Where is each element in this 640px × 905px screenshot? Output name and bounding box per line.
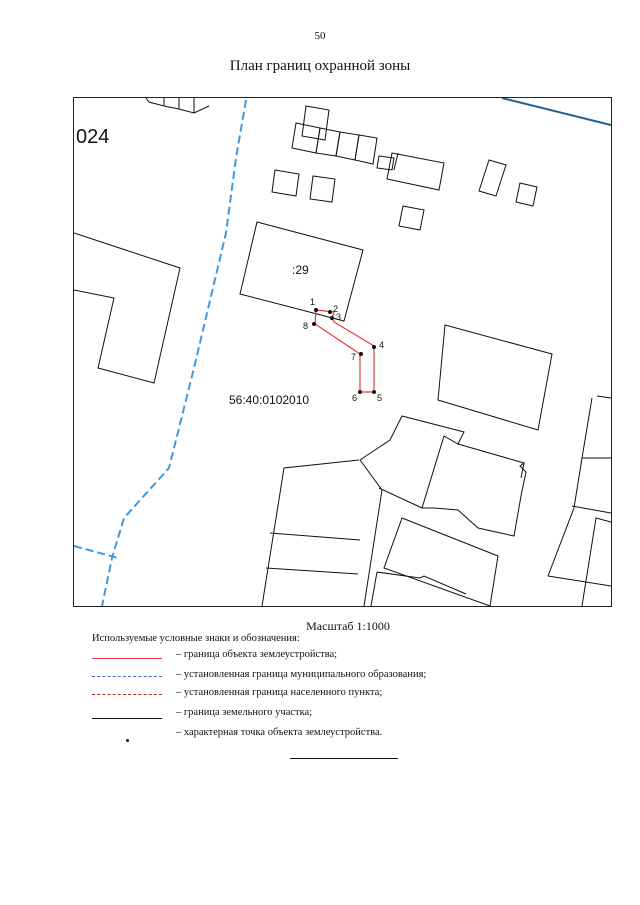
point-label-7: 7 <box>351 352 356 362</box>
legend-heading: Используемые условные знаки и обозначени… <box>92 633 300 644</box>
parcel <box>547 397 593 577</box>
boundary-map: 024 :29 56:40:0102010 1 2 3 4 5 6 7 8 <box>73 97 612 607</box>
building <box>437 324 553 431</box>
map-scale: Масштаб 1:1000 <box>306 619 390 633</box>
legend-sample-red-dash <box>92 694 162 695</box>
point-marker-8 <box>312 322 316 326</box>
map-label-corner: 024 <box>76 126 109 148</box>
legend-label: – установленная граница муниципального о… <box>176 669 427 680</box>
parcel <box>359 459 383 606</box>
legend-item-settlement-boundary: – установленная граница населенного пунк… <box>92 687 512 702</box>
building <box>145 98 210 114</box>
point-marker-6 <box>358 390 362 394</box>
map-canvas: 024 :29 56:40:0102010 1 2 3 4 5 6 7 8 <box>74 98 611 606</box>
legend-item-point: – характерная точка объекта землеустройс… <box>92 727 512 742</box>
page-number: 50 <box>314 30 326 42</box>
point-marker-3 <box>330 316 334 320</box>
parcel <box>596 395 611 399</box>
municipal-boundary <box>101 99 247 606</box>
point-label-5: 5 <box>377 393 382 403</box>
legend-sample-black-line <box>92 718 162 719</box>
building <box>386 152 445 191</box>
point-marker-5 <box>372 390 376 394</box>
municipal-boundary-branch <box>74 545 119 559</box>
parcel <box>422 443 527 537</box>
legend-item-object-boundary: – граница объекта землеустройства; <box>92 649 512 664</box>
legend-label: – характерная точка объекта землеустройс… <box>176 727 383 738</box>
legend-label: – граница объекта землеустройства; <box>176 649 338 660</box>
building <box>478 159 507 197</box>
point-label-6: 6 <box>352 393 357 403</box>
point-label-4: 4 <box>379 340 384 350</box>
road-line <box>501 98 611 126</box>
point-marker-4 <box>372 345 376 349</box>
legend-sample-red-line <box>92 658 162 659</box>
building <box>309 175 336 203</box>
object-boundary <box>314 309 375 393</box>
legend-item-parcel-boundary: – граница земельного участка; <box>92 707 512 722</box>
parcel <box>269 532 361 541</box>
point-label-1: 1 <box>310 297 315 307</box>
parcel-29 <box>239 221 364 322</box>
building <box>376 155 395 171</box>
point-label-2: 2 <box>333 304 338 314</box>
parcel <box>571 505 611 514</box>
page-title: План границ охранной зоны <box>229 58 411 74</box>
building <box>515 182 538 207</box>
legend-item-municipal-boundary: – установленная граница муниципального о… <box>92 669 512 684</box>
legend-sample-blue-dash <box>92 676 162 677</box>
legend-sample-point <box>126 739 129 742</box>
point-marker-2 <box>328 310 332 314</box>
legend-label: – граница земельного участка; <box>176 707 313 718</box>
building <box>354 134 378 165</box>
parcel <box>581 517 611 606</box>
building <box>271 169 300 197</box>
point-marker-1 <box>314 308 318 312</box>
building <box>398 205 425 231</box>
parcel <box>376 571 467 595</box>
building <box>383 517 499 606</box>
parcel <box>520 462 525 479</box>
legend-label: – установленная граница населенного пунк… <box>176 687 383 698</box>
signature-line <box>290 758 398 759</box>
parcel <box>370 571 378 606</box>
map-label-parcel: :29 <box>292 263 309 277</box>
parcel <box>547 575 611 587</box>
point-label-3: 3 <box>336 312 341 322</box>
point-label-8: 8 <box>303 321 308 331</box>
map-label-quarter: 56:40:0102010 <box>229 393 309 407</box>
parcel <box>359 415 465 509</box>
parcel <box>261 459 360 606</box>
parcel <box>74 232 181 384</box>
parcel <box>265 567 359 575</box>
building <box>301 105 330 141</box>
point-marker-7 <box>359 352 363 356</box>
